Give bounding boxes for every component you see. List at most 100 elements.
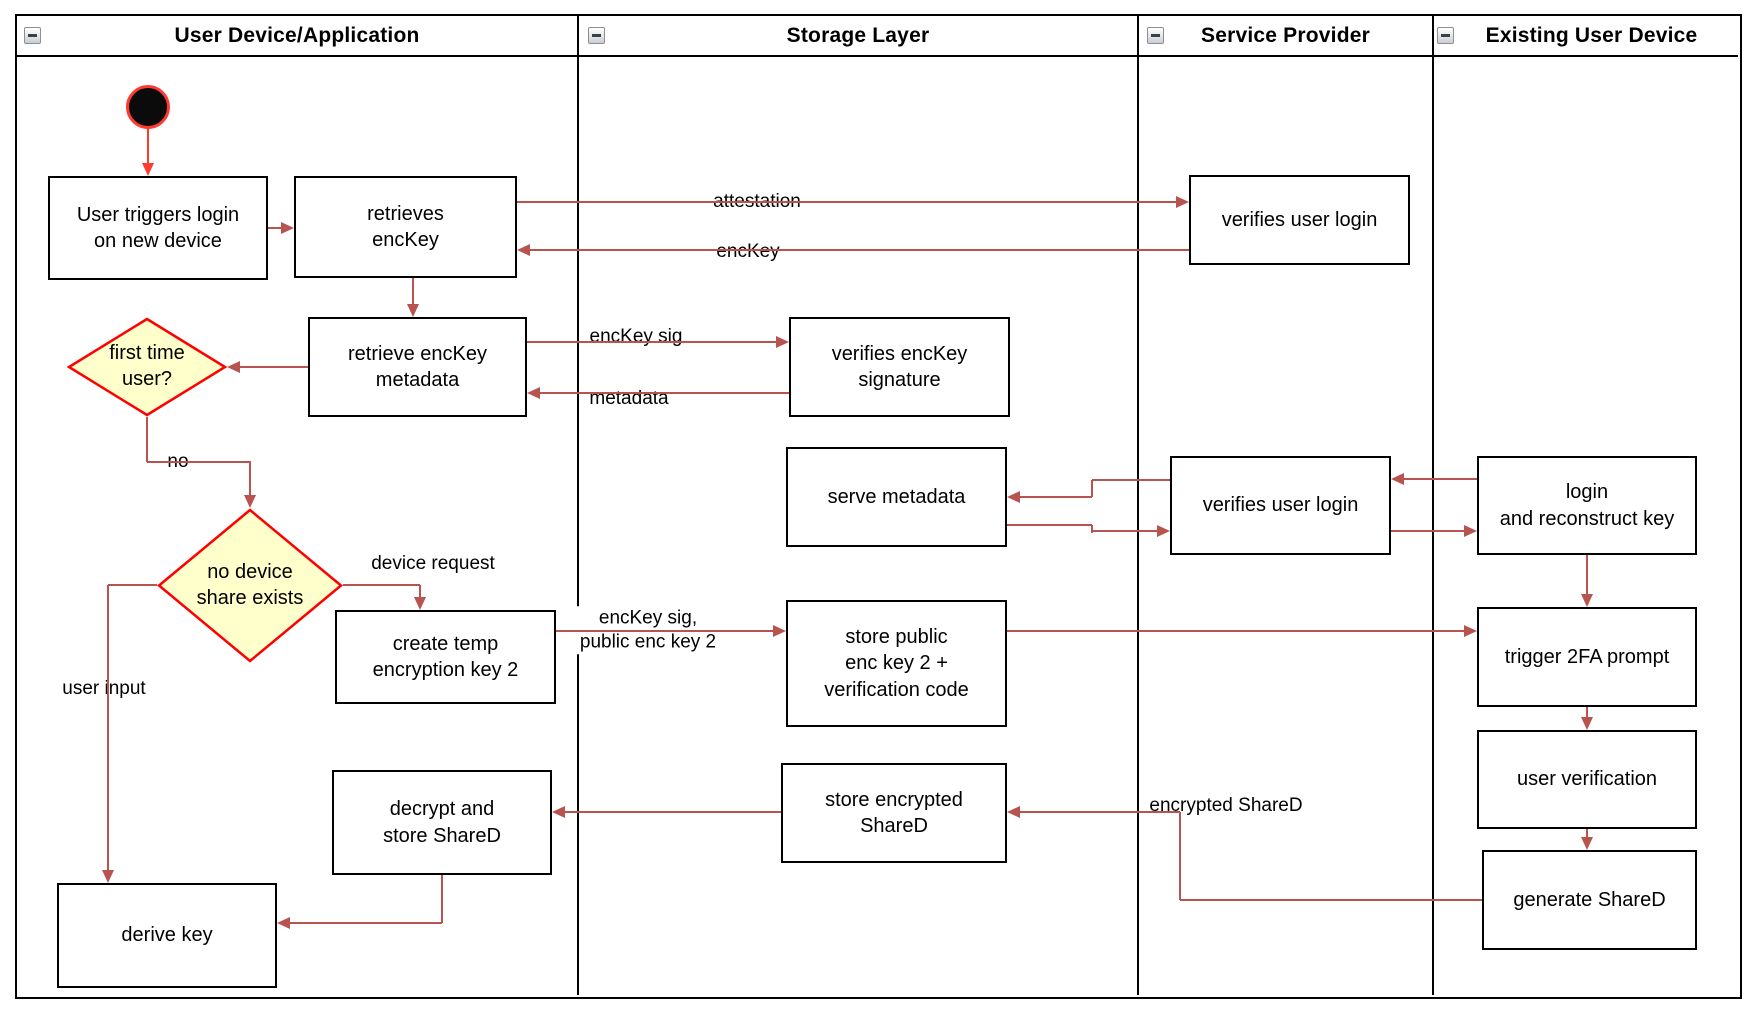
activity-user-verification[interactable]: user verification xyxy=(1477,730,1697,829)
arrowhead-icon xyxy=(773,625,786,637)
arrowhead-icon xyxy=(142,163,154,176)
arrowhead-icon xyxy=(407,304,419,317)
connector-segment xyxy=(1586,829,1588,837)
arrowhead-icon xyxy=(1157,525,1170,537)
activity-verifies-user-login-mid[interactable]: verifies user login xyxy=(1170,456,1391,555)
arrowhead-icon xyxy=(527,387,540,399)
decision-label: first time user? xyxy=(109,342,185,390)
edge-label-device-request: device request xyxy=(368,552,498,576)
connector-segment xyxy=(343,584,420,586)
edge-label-encrypted-shared: encrypted ShareD xyxy=(1146,794,1306,818)
activity-generate-shared[interactable]: generate ShareD xyxy=(1482,850,1697,950)
connector-segment xyxy=(1092,479,1170,481)
connector-segment xyxy=(530,249,1189,251)
connector-segment xyxy=(1091,525,1093,533)
connector-segment xyxy=(1586,707,1588,717)
connector-segment xyxy=(147,129,149,164)
connector-segment xyxy=(249,462,251,495)
lane-divider-3 xyxy=(1432,14,1434,995)
arrowhead-icon xyxy=(1391,473,1404,485)
connector-segment xyxy=(565,811,781,813)
minus-icon xyxy=(28,34,37,37)
collapse-icon[interactable] xyxy=(1147,27,1164,44)
connector-segment xyxy=(1007,630,1464,632)
arrowhead-icon xyxy=(1581,837,1593,850)
connector-segment xyxy=(1091,480,1093,497)
connector-segment xyxy=(240,366,308,368)
minus-icon xyxy=(1151,34,1160,37)
arrowhead-icon xyxy=(517,244,530,256)
connector-segment xyxy=(1586,555,1588,594)
arrowhead-icon xyxy=(277,917,290,929)
pool-frame xyxy=(15,14,1742,999)
connector-segment xyxy=(540,392,789,394)
diamond-shape xyxy=(157,508,343,663)
connector-segment xyxy=(517,201,1176,203)
arrowhead-icon xyxy=(244,495,256,508)
header-divider xyxy=(15,55,1738,57)
edge-label-enckey: encKey xyxy=(713,240,783,264)
activity-verifies-enckey-signature[interactable]: verifies encKey signature xyxy=(789,317,1010,417)
edge-label-enckey-sig: encKey sig xyxy=(586,325,686,349)
connector-segment xyxy=(268,227,282,229)
collapse-icon[interactable] xyxy=(588,27,605,44)
minus-icon xyxy=(592,34,601,37)
activity-serve-metadata[interactable]: serve metadata xyxy=(786,447,1007,547)
connector-segment xyxy=(108,584,157,586)
connector-segment xyxy=(1179,812,1181,900)
connector-segment xyxy=(1020,496,1092,498)
arrowhead-icon xyxy=(552,806,565,818)
arrowhead-icon xyxy=(281,222,294,234)
activity-derive-key[interactable]: derive key xyxy=(57,883,277,988)
lane-title-service-provider: Service Provider xyxy=(1201,23,1370,47)
connector-segment xyxy=(527,341,777,343)
arrowhead-icon xyxy=(1581,594,1593,607)
collapse-icon[interactable] xyxy=(1437,27,1454,44)
arrowhead-icon xyxy=(1007,806,1020,818)
connector-segment xyxy=(412,278,414,304)
connector-segment xyxy=(419,585,421,597)
lane-title-user-device: User Device/Application xyxy=(174,23,420,47)
connector-segment xyxy=(147,461,251,463)
activity-create-temp-key[interactable]: create temp encryption key 2 xyxy=(335,610,556,704)
initial-node[interactable] xyxy=(126,85,170,129)
activity-verifies-user-login-top[interactable]: verifies user login xyxy=(1189,175,1410,265)
arrowhead-icon xyxy=(414,597,426,610)
connector-segment xyxy=(1391,530,1464,532)
edge-label-metadata: metadata xyxy=(586,387,672,411)
activity-decrypt-store-shared[interactable]: decrypt and store ShareD xyxy=(332,770,552,875)
activity-user-triggers-login[interactable]: User triggers login on new device xyxy=(48,176,268,280)
lane-title-existing-user-device: Existing User Device xyxy=(1485,23,1698,47)
connector-segment xyxy=(146,417,148,462)
arrowhead-icon xyxy=(1464,625,1477,637)
connector-segment xyxy=(556,630,773,632)
arrowhead-icon xyxy=(102,870,114,883)
lane-divider-2 xyxy=(1137,14,1139,995)
activity-store-public-key[interactable]: store public enc key 2 + verification co… xyxy=(786,600,1007,727)
activity-login-reconstruct-key[interactable]: login and reconstruct key xyxy=(1477,456,1697,555)
edge-label-user-input: user input xyxy=(59,677,149,701)
lane-title-storage-layer: Storage Layer xyxy=(786,23,930,47)
connector-segment xyxy=(290,922,442,924)
arrowhead-icon xyxy=(776,336,789,348)
connector-segment xyxy=(1020,811,1180,813)
arrowhead-icon xyxy=(1464,525,1477,537)
arrowhead-icon xyxy=(227,361,240,373)
connector-segment xyxy=(441,875,443,923)
arrowhead-icon xyxy=(1007,491,1020,503)
diamond-shape xyxy=(67,317,227,417)
collapse-icon[interactable] xyxy=(24,27,41,44)
activity-retrieves-enckey[interactable]: retrieves encKey xyxy=(294,176,517,278)
decision-first-time-user[interactable]: first time user? xyxy=(67,317,227,417)
minus-icon xyxy=(1441,34,1450,37)
activity-trigger-2fa-prompt[interactable]: trigger 2FA prompt xyxy=(1477,607,1697,707)
decision-no-device-share[interactable]: no device share exists xyxy=(157,508,343,663)
activity-retrieve-enckey-metadata[interactable]: retrieve encKey metadata xyxy=(308,317,527,417)
connector-segment xyxy=(107,585,109,870)
activity-store-encrypted-shared[interactable]: store encrypted ShareD xyxy=(781,763,1007,863)
connector-segment xyxy=(1404,478,1477,480)
arrowhead-icon xyxy=(1581,717,1593,730)
lane-divider-1 xyxy=(577,14,579,995)
connector-segment xyxy=(1180,899,1482,901)
